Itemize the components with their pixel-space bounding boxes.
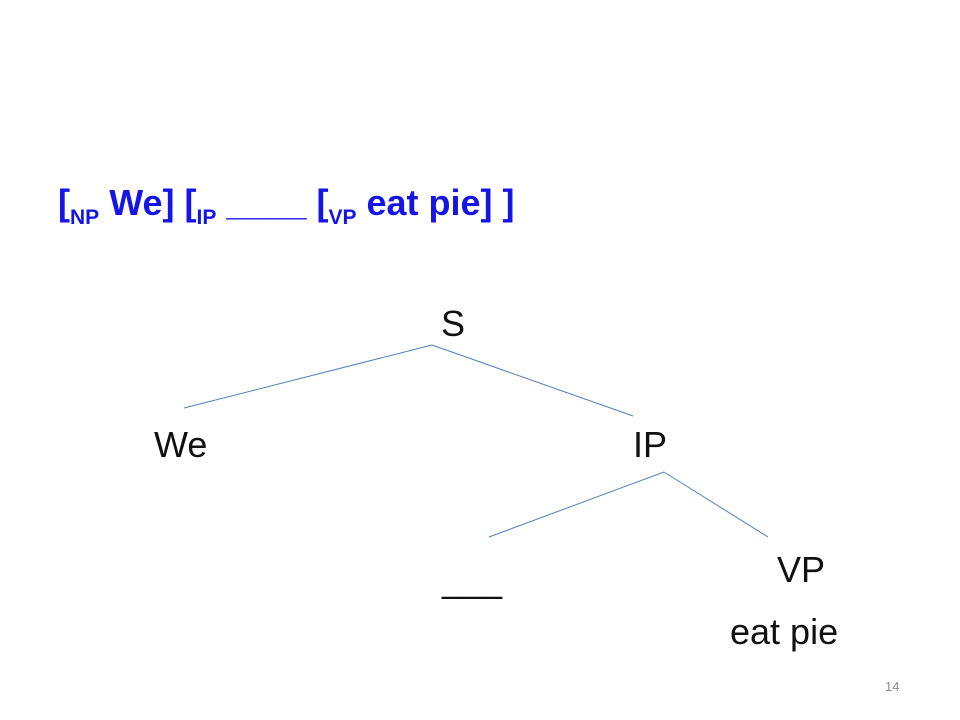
np-content: We] bbox=[99, 182, 185, 223]
node-vp: VP bbox=[777, 549, 826, 590]
bracket-open-vp: [ bbox=[316, 182, 329, 223]
vp-label: VP bbox=[328, 206, 357, 229]
bracket-open-ip: [ bbox=[184, 182, 197, 223]
edge-ip-vp bbox=[663, 471, 769, 538]
bracket-open-np: [ bbox=[58, 182, 70, 223]
node-ip: IP bbox=[633, 424, 668, 465]
node-s: S bbox=[441, 303, 466, 344]
edge-s-ip bbox=[431, 344, 634, 417]
node-vp-content: eat pie bbox=[730, 611, 839, 652]
ip-content: ____ bbox=[216, 182, 317, 223]
page-number: 14 bbox=[885, 679, 900, 694]
node-gap: ___ bbox=[442, 559, 503, 600]
edge-s-we bbox=[183, 344, 433, 409]
vp-content: eat pie] ] bbox=[356, 182, 515, 223]
edge-ip-gap bbox=[488, 471, 665, 538]
bracketed-string: [NP We] [IP ____ [VP eat pie] ] bbox=[58, 178, 515, 228]
node-we: We bbox=[154, 424, 208, 465]
np-label: NP bbox=[70, 206, 100, 229]
ip-label: IP bbox=[196, 206, 217, 229]
